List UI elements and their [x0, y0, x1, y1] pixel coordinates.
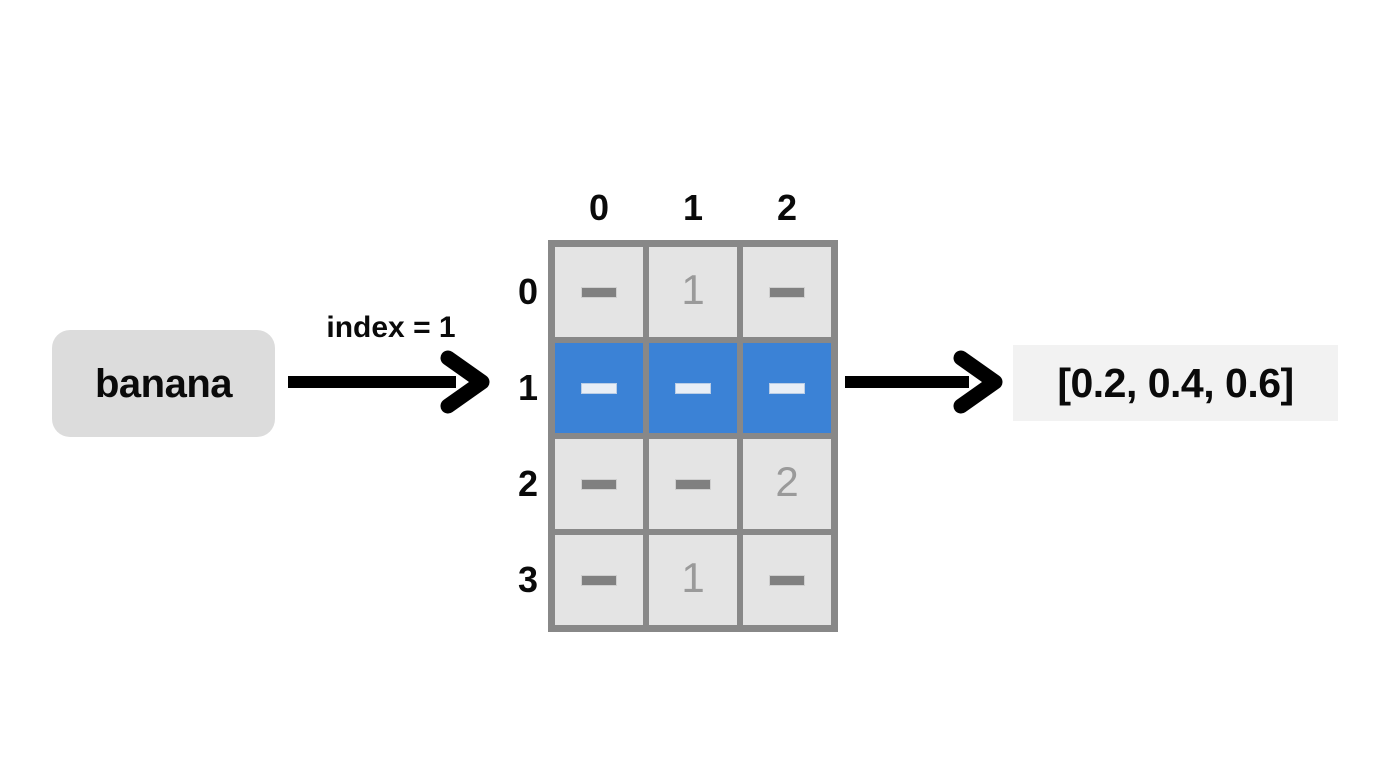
embedding-matrix: 1 2	[548, 240, 838, 632]
matrix-cell-2-0[interactable]	[555, 439, 643, 529]
matrix-cell-0-2[interactable]	[743, 247, 831, 337]
index-annotation-label: index = 1	[326, 311, 456, 344]
row-header-2: 2	[517, 463, 538, 504]
matrix-cell-0-0[interactable]	[555, 247, 643, 337]
embedding-matrix-frame: 1 2	[548, 240, 838, 632]
cell-dash-icon	[581, 478, 617, 490]
cell-dash-icon	[769, 286, 805, 298]
cell-value-label: 1	[681, 266, 705, 313]
cell-dash-icon	[675, 382, 711, 394]
cell-dash-icon	[581, 382, 617, 394]
row-header-0: 0	[517, 271, 538, 312]
matrix-cell-1-0[interactable]	[555, 343, 643, 433]
arrow-input-to-grid	[288, 350, 490, 414]
cell-dash-icon	[769, 574, 805, 586]
matrix-cell-0-1[interactable]: 1	[649, 247, 737, 337]
output-vector-label: [0.2, 0.4, 0.6]	[1057, 359, 1294, 406]
arrow-right-icon	[288, 350, 490, 414]
row-header-3: 3	[517, 559, 538, 600]
input-token-chip[interactable]: banana	[52, 330, 275, 437]
cell-dash-icon	[675, 478, 711, 490]
arrow-right-icon	[845, 350, 1003, 414]
column-header-1: 1	[682, 187, 704, 228]
column-header-0: 0	[588, 187, 610, 228]
arrow-grid-to-output	[845, 350, 1003, 414]
grid-column-headers: 0 1 2	[555, 190, 831, 226]
row-header-1: 1	[517, 367, 538, 408]
input-token-label: banana	[94, 361, 233, 406]
cell-dash-icon	[581, 574, 617, 586]
matrix-cell-2-1[interactable]	[649, 439, 737, 529]
cell-dash-icon	[769, 382, 805, 394]
matrix-cell-3-0[interactable]	[555, 535, 643, 625]
cell-value-label: 1	[681, 554, 705, 601]
cell-value-label: 2	[775, 458, 799, 505]
matrix-cell-1-1[interactable]	[649, 343, 737, 433]
matrix-cell-1-2[interactable]	[743, 343, 831, 433]
matrix-cell-3-1[interactable]: 1	[649, 535, 737, 625]
matrix-cell-2-2[interactable]: 2	[743, 439, 831, 529]
matrix-cell-3-2[interactable]	[743, 535, 831, 625]
column-header-2: 2	[776, 187, 798, 228]
cell-dash-icon	[581, 286, 617, 298]
grid-row-headers: 0 1 2 3	[490, 247, 538, 625]
output-vector-box[interactable]: [0.2, 0.4, 0.6]	[1013, 345, 1338, 421]
